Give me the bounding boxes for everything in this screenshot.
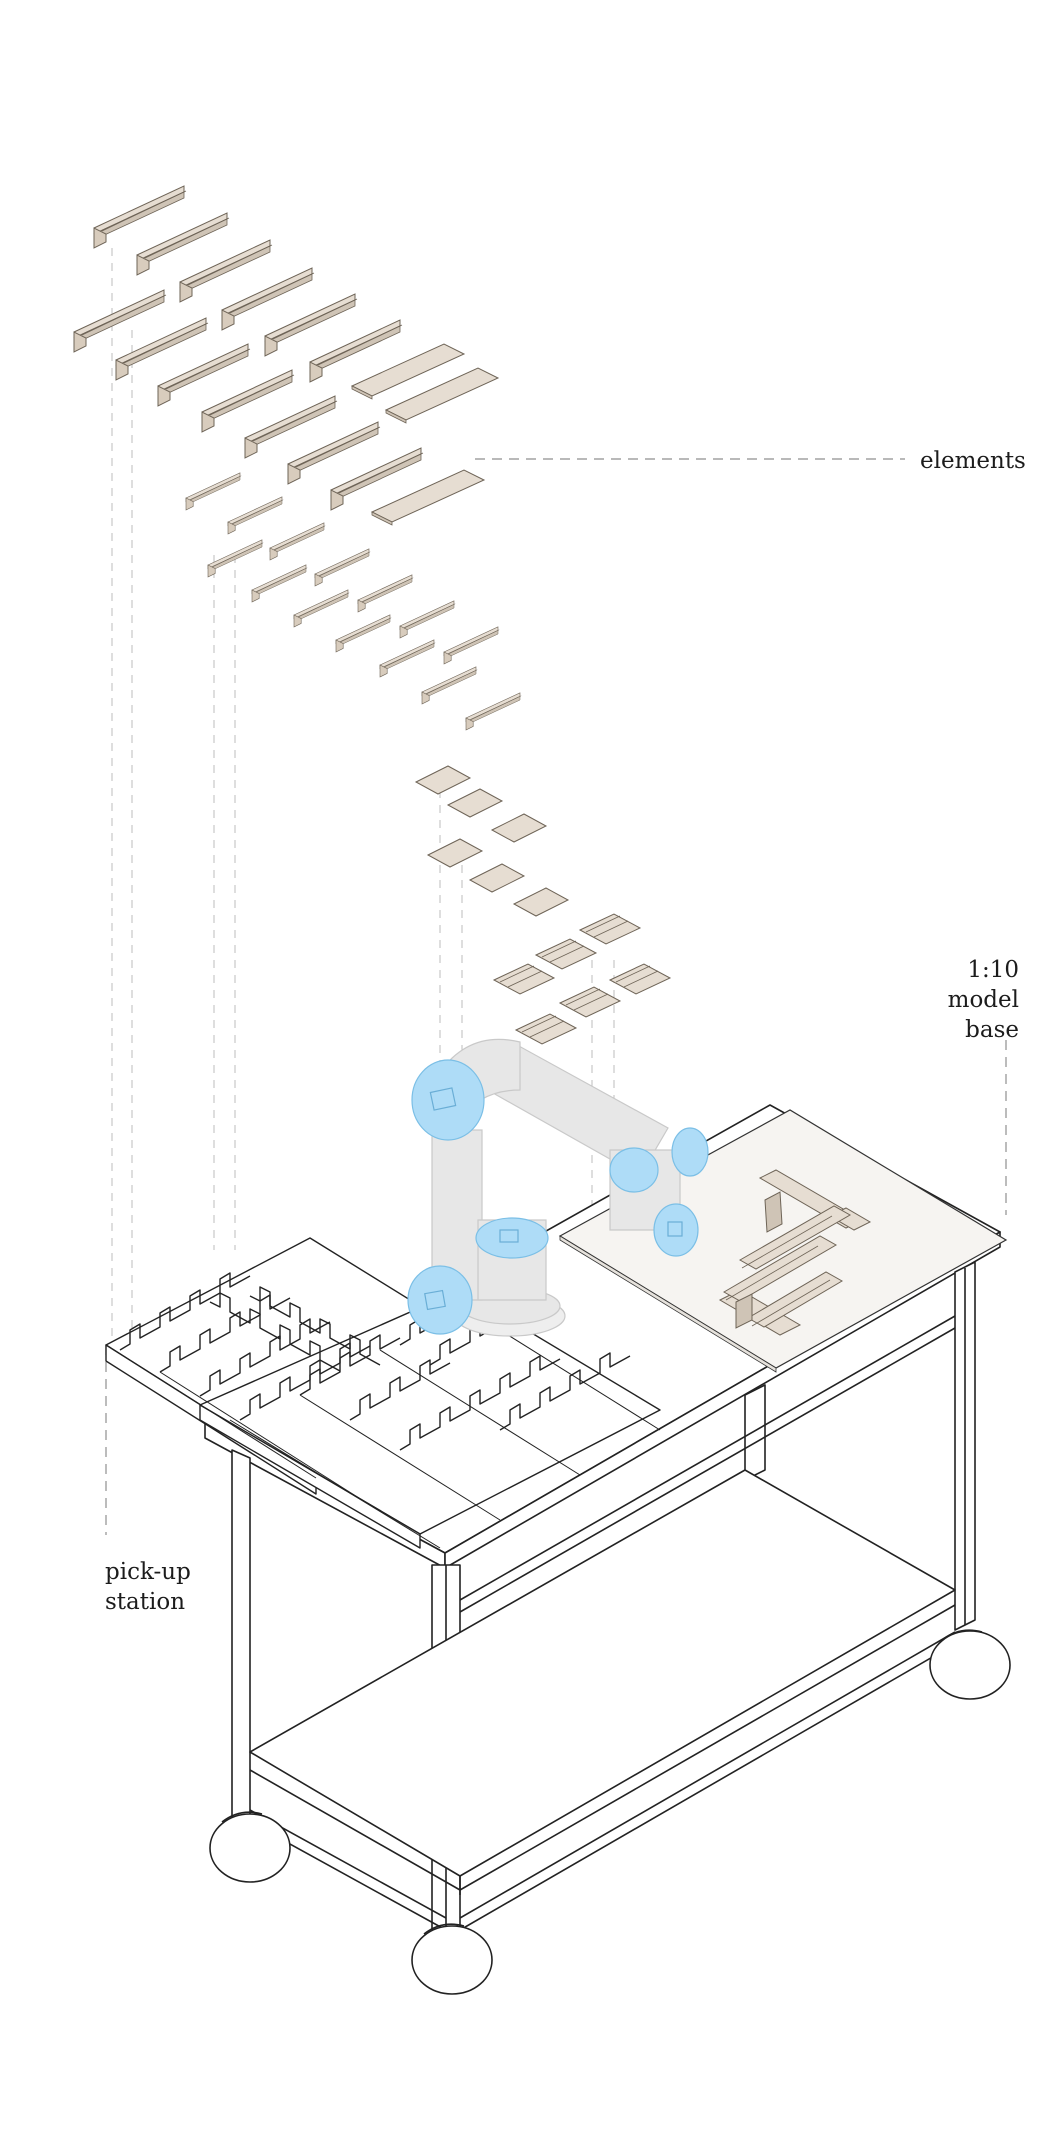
label-pickup-station: pick-up station [105, 1557, 191, 1617]
label-pickup-station-line-1: pick-up [105, 1559, 191, 1585]
leader-lines [105, 458, 1007, 1535]
elements-tiles [415, 765, 671, 1045]
label-pickup-station-line-2: station [105, 1589, 186, 1615]
label-model-base-line-3: base [965, 1017, 1019, 1043]
label-elements: elements [920, 448, 1026, 474]
label-model-base-line-1: 1:10 [967, 957, 1019, 983]
pickup-station [105, 1237, 661, 1549]
label-model-base: 1:10 model base [948, 955, 1019, 1045]
elements-beam-cluster [73, 185, 499, 526]
elements-small-beams [185, 472, 522, 731]
model-base [558, 1109, 1008, 1373]
label-model-base-line-2: model [947, 987, 1019, 1013]
robot-arm [407, 1038, 709, 1337]
